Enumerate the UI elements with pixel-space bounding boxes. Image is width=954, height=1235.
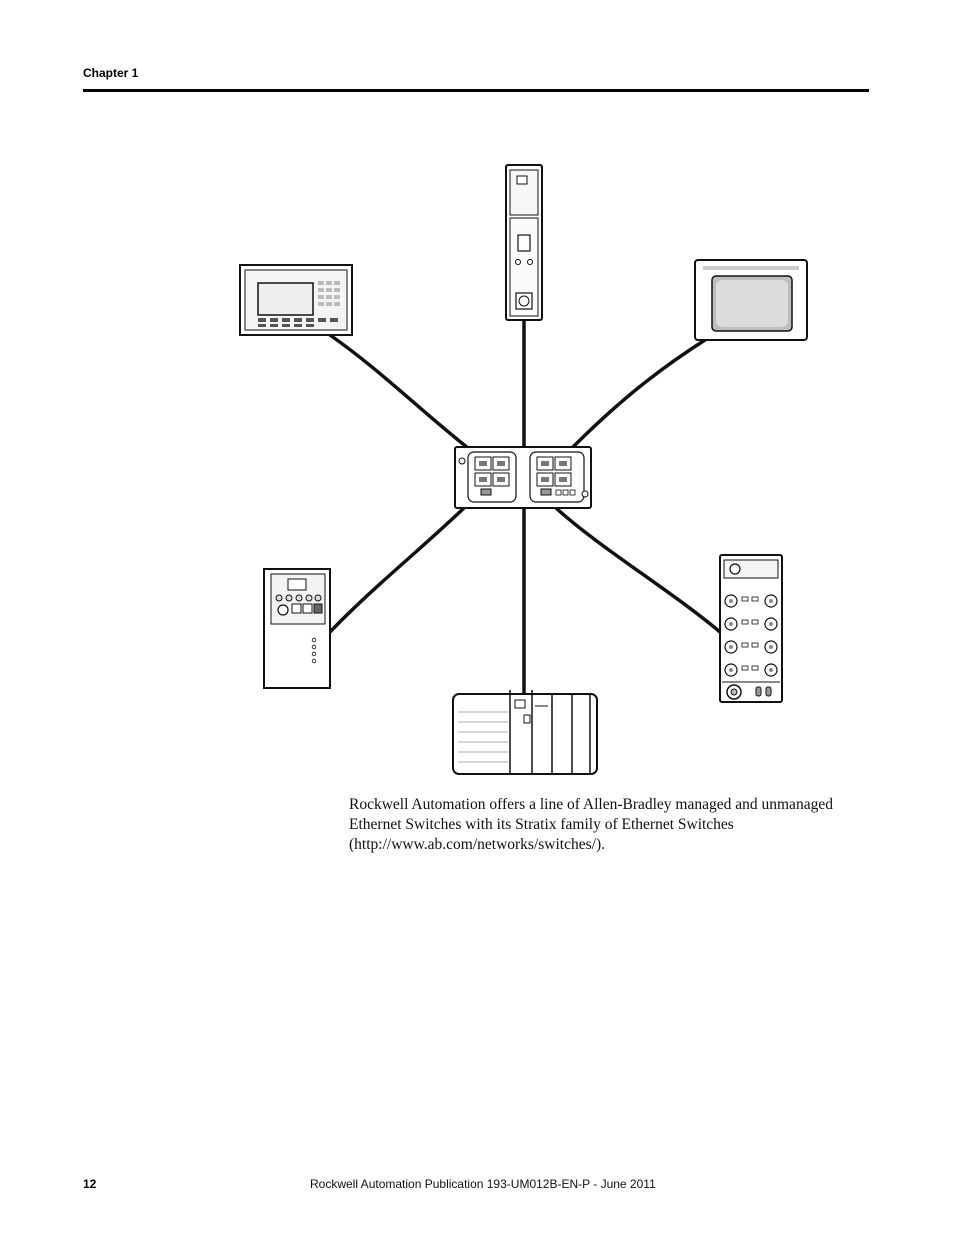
- plc-chassis-icon: [452, 690, 598, 775]
- header-rule: [83, 89, 869, 92]
- ethernet-switch-icon: [454, 446, 592, 509]
- publication-footer: Rockwell Automation Publication 193-UM01…: [310, 1177, 656, 1191]
- controller-module-icon: [505, 164, 543, 321]
- cables: [328, 318, 722, 697]
- io-block-icon: [719, 554, 783, 703]
- cable-hmi: [328, 333, 470, 450]
- drive-icon: [263, 568, 331, 689]
- hmi-terminal-icon: [239, 264, 353, 336]
- cable-touchscreen: [570, 338, 707, 450]
- page-number: 12: [83, 1177, 97, 1191]
- network-diagram: [239, 164, 808, 775]
- chapter-label: Chapter 1: [83, 66, 139, 80]
- body-paragraph: Rockwell Automation offers a line of All…: [349, 796, 833, 853]
- cable-drive: [328, 506, 466, 634]
- touchscreen-panel-icon: [694, 259, 808, 341]
- cable-io: [554, 506, 722, 634]
